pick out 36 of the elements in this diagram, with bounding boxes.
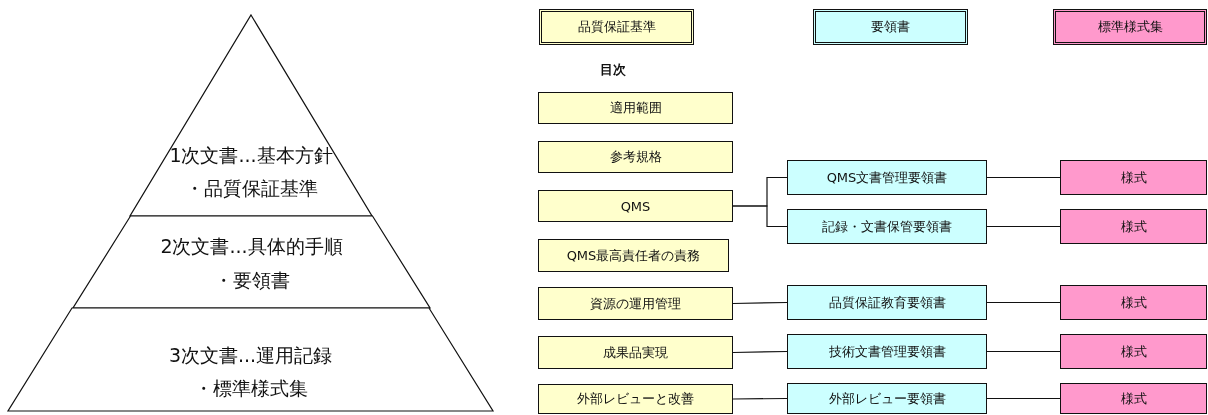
document-box: 外部レビュー要領書: [787, 383, 987, 414]
document-box: QMS文書管理要領書: [787, 160, 987, 195]
document-box: 様式: [1060, 160, 1207, 195]
document-box: 様式: [1060, 383, 1207, 414]
column-header-box: 標準様式集: [1053, 9, 1207, 45]
tier-text: 2次文書...具体的手順: [160, 234, 343, 258]
connector-line: [986, 350, 1061, 353]
document-box: 記録・文書保管要領書: [787, 209, 987, 244]
connector-line: [986, 176, 1061, 179]
document-box: QMS最高責任者の責務: [538, 239, 729, 272]
tier-text: ・品質保証基準: [184, 176, 318, 200]
section-heading: 目次: [600, 61, 626, 79]
connector-line: [986, 397, 1061, 400]
tier-text: 1次文書...基本方針: [169, 143, 333, 167]
column-header-box: 要領書: [813, 9, 968, 45]
connector-line: [732, 205, 788, 228]
connector-line: [986, 225, 1061, 228]
document-box: 参考規格: [538, 141, 733, 173]
document-box: 技術文書管理要領書: [787, 334, 987, 369]
document-box: 外部レビューと改善: [538, 384, 733, 414]
tier-text: ・要領書: [213, 268, 290, 292]
document-box: 成果品実現: [538, 336, 733, 369]
document-box: 様式: [1060, 209, 1207, 244]
document-box: 様式: [1060, 285, 1207, 320]
document-box: 品質保証教育要領書: [787, 285, 987, 320]
document-box: QMS: [538, 190, 733, 222]
document-box: 様式: [1060, 334, 1207, 369]
connector-line: [986, 301, 1061, 304]
tier-text: 3次文書...運用記録: [168, 343, 333, 367]
connector-line: [732, 397, 788, 400]
column-header-box: 品質保証基準: [539, 9, 694, 45]
document-box: 資源の運用管理: [538, 287, 733, 320]
connector-line: [732, 301, 788, 305]
document-box: 適用範囲: [538, 92, 733, 124]
tier-text: ・標準様式集: [193, 376, 308, 400]
connector-line: [732, 350, 788, 354]
